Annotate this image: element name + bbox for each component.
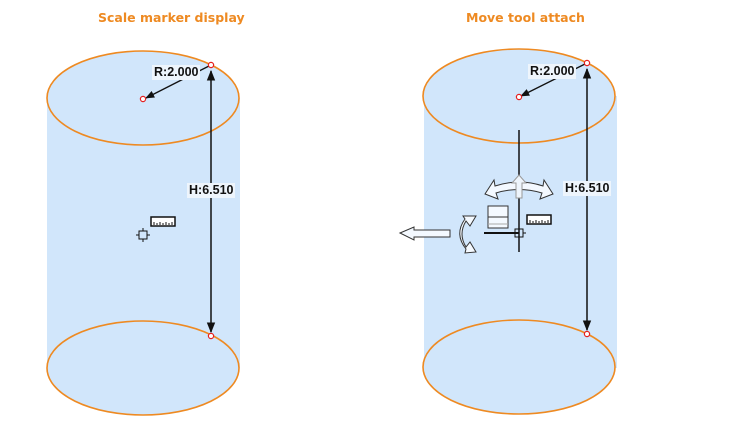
center-point-marker[interactable] xyxy=(515,93,523,101)
bottom-edge[interactable] xyxy=(422,319,616,415)
move-left-handle[interactable] xyxy=(398,226,451,241)
radius-label: R:2.000 xyxy=(528,64,577,79)
top-edge-point-marker[interactable] xyxy=(207,61,215,69)
bottom-edge-point-marker[interactable] xyxy=(583,330,591,338)
height-label: H:6.510 xyxy=(563,181,612,196)
rotate-vertical-handle[interactable] xyxy=(459,215,477,254)
move-up-handle[interactable] xyxy=(510,174,528,199)
bottom-edge-point-marker[interactable] xyxy=(207,332,215,340)
height-label: H:6.510 xyxy=(187,183,236,198)
panel-caption-move-tool: Move tool attach xyxy=(466,10,585,25)
radius-label: R:2.000 xyxy=(152,65,201,80)
cylinder-right[interactable] xyxy=(398,48,617,415)
ruler-scale-icon[interactable] xyxy=(150,216,176,227)
top-edge-point-marker[interactable] xyxy=(583,59,591,67)
pivot-square-icon[interactable] xyxy=(514,228,526,238)
bottom-edge[interactable] xyxy=(46,320,240,416)
plane-handle[interactable] xyxy=(487,205,509,229)
move-tool[interactable] xyxy=(398,130,554,254)
ruler-scale-icon[interactable] xyxy=(526,214,552,225)
cylinder-left[interactable] xyxy=(46,50,240,416)
panel-caption-scale-marker: Scale marker display xyxy=(98,10,245,25)
center-point-marker[interactable] xyxy=(139,95,147,103)
pivot-square-icon[interactable] xyxy=(136,228,150,242)
